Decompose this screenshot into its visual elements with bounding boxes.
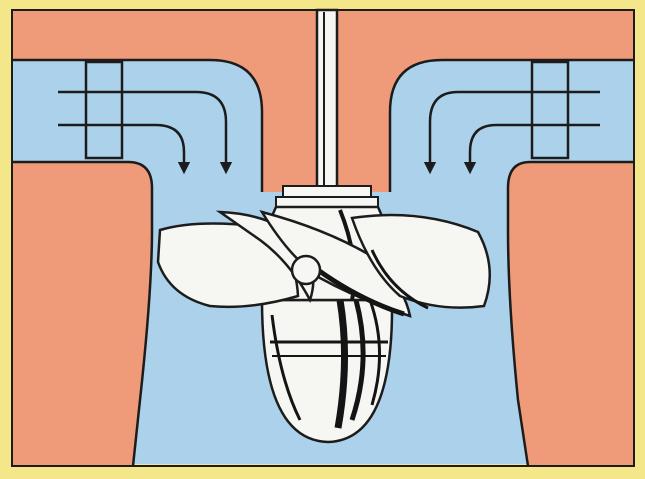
- blade-pivot: [292, 256, 320, 284]
- hub-collar-lower: [276, 197, 378, 207]
- draft-tube-wall-left: [12, 162, 152, 466]
- draft-tube-wall-right: [508, 162, 634, 466]
- shaft: [317, 10, 337, 192]
